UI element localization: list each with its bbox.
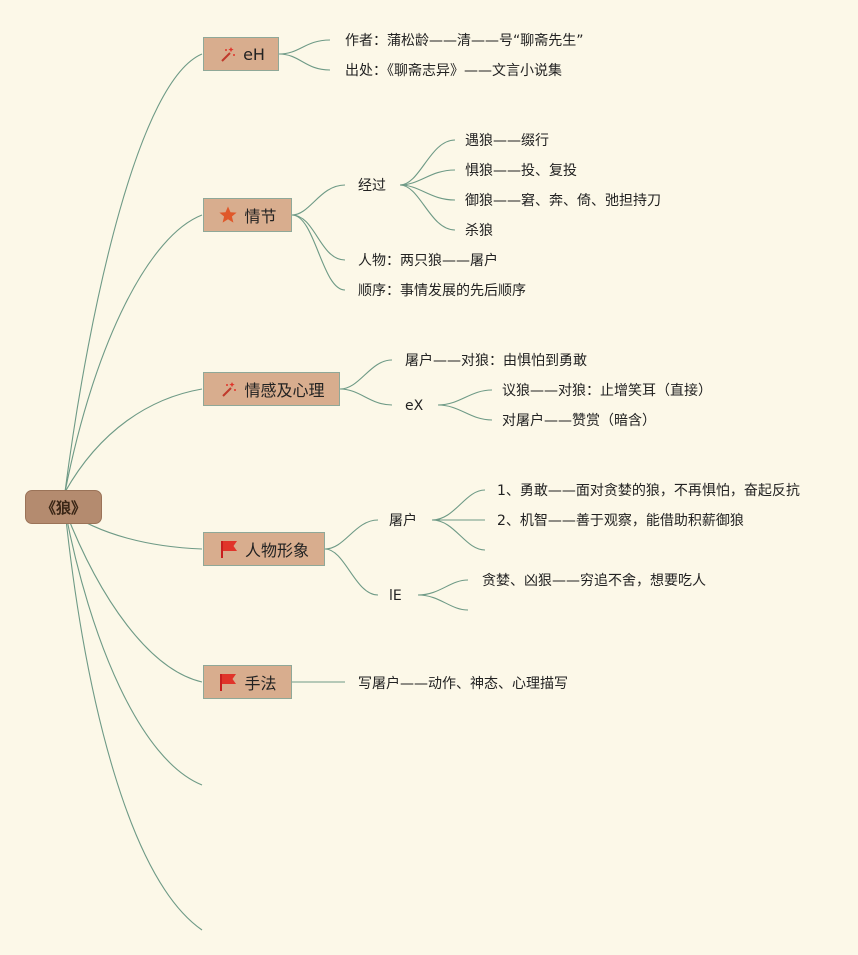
- node-to-butcher[interactable]: 对屠户——赞赏（暗含）: [502, 413, 656, 429]
- branch-label: 情感及心理: [244, 381, 325, 400]
- node-butcher[interactable]: 屠户: [389, 513, 417, 529]
- node-process[interactable]: 经过: [358, 178, 386, 194]
- branch-label: eH: [243, 44, 265, 64]
- node-kill-wolf[interactable]: 杀狼: [465, 223, 493, 239]
- node-meet-wolf[interactable]: 遇狼——缀行: [465, 133, 549, 149]
- node-greedy[interactable]: 贪婪、凶狠——穷追不舍，想要吃人: [482, 573, 706, 589]
- node-ex[interactable]: eX: [405, 398, 424, 414]
- branch-emotion[interactable]: 情感及心理: [203, 372, 340, 406]
- branch-label: 手法: [244, 674, 277, 693]
- red-flag-icon: [219, 539, 239, 559]
- node-wise[interactable]: 2、机智——善于观察，能借助积薪御狼: [497, 513, 744, 529]
- branch-plot[interactable]: 情节: [203, 198, 292, 232]
- node-characters[interactable]: 人物：两只狼——屠户: [358, 253, 498, 269]
- node-discuss-wolf[interactable]: 议狼——对狼：止增笑耳（直接）: [502, 383, 712, 399]
- branch-author-info[interactable]: eH: [203, 37, 279, 71]
- root-topic[interactable]: 《狼》: [25, 490, 102, 524]
- magic-wand-icon: [217, 44, 237, 64]
- node-order[interactable]: 顺序：事情发展的先后顺序: [358, 283, 526, 299]
- magic-wand-icon: [218, 379, 238, 399]
- branch-label: 人物形象: [244, 541, 309, 560]
- node-brave[interactable]: 1、勇敢——面对贪婪的狼，不再惧怕，奋起反抗: [497, 483, 800, 499]
- branch-characters[interactable]: 人物形象: [203, 532, 325, 566]
- node-fear-wolf[interactable]: 惧狼——投、复投: [465, 163, 577, 179]
- node-source[interactable]: 出处：《聊斋志异》——文言小说集: [345, 63, 562, 79]
- node-author[interactable]: 作者：蒲松龄——清——号“聊斋先生”: [345, 33, 584, 49]
- branch-label: 情节: [244, 207, 277, 226]
- node-defend-wolf[interactable]: 御狼——窘、奔、倚、弛担持刀: [465, 193, 661, 209]
- root-label: 《狼》: [40, 498, 86, 517]
- node-technique[interactable]: 写屠户——动作、神态、心理描写: [358, 676, 568, 692]
- red-flag-icon: [218, 672, 238, 692]
- star-icon: [218, 205, 238, 225]
- node-butcher-feeling[interactable]: 屠户——对狼：由惧怕到勇敢: [405, 353, 587, 369]
- node-le[interactable]: lE: [389, 588, 402, 604]
- branch-technique[interactable]: 手法: [203, 665, 292, 699]
